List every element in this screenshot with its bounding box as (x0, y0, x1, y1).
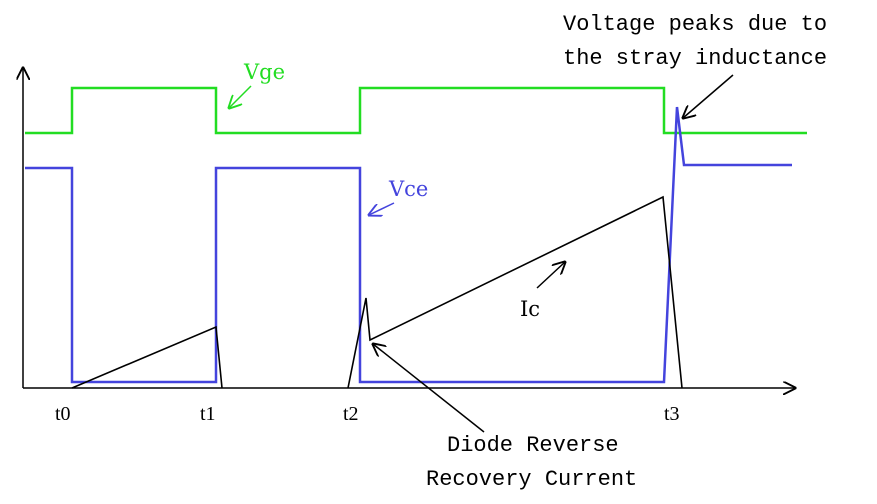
vce-label-arrow (369, 202, 395, 215)
vge-waveform (25, 86, 807, 135)
time-marker-t0: t0 (55, 403, 71, 425)
diode-recovery-note-line2: Recovery Current (426, 467, 637, 492)
ic-waveform (71, 325, 223, 389)
ic-label-arrow (536, 262, 565, 289)
time-marker-t1: t1 (200, 403, 216, 425)
voltage-peak-arrow (683, 74, 734, 118)
vce-label: Vce (388, 177, 428, 201)
vge-label: Vge (243, 60, 285, 84)
diode-recovery-arrow (373, 344, 485, 433)
vce-waveform (25, 106, 792, 384)
ic-label: Ic (520, 297, 540, 321)
ic-waveform-second-pulse (347, 195, 683, 389)
vge-label-arrow (229, 85, 252, 108)
time-marker-t3: t3 (664, 403, 680, 425)
time-marker-t2: t2 (343, 403, 359, 425)
diode-recovery-note-line1: Diode Reverse (447, 433, 619, 458)
voltage-peak-note-line2: the stray inductance (563, 46, 827, 71)
voltage-peak-note-line1: Voltage peaks due to (563, 12, 827, 37)
